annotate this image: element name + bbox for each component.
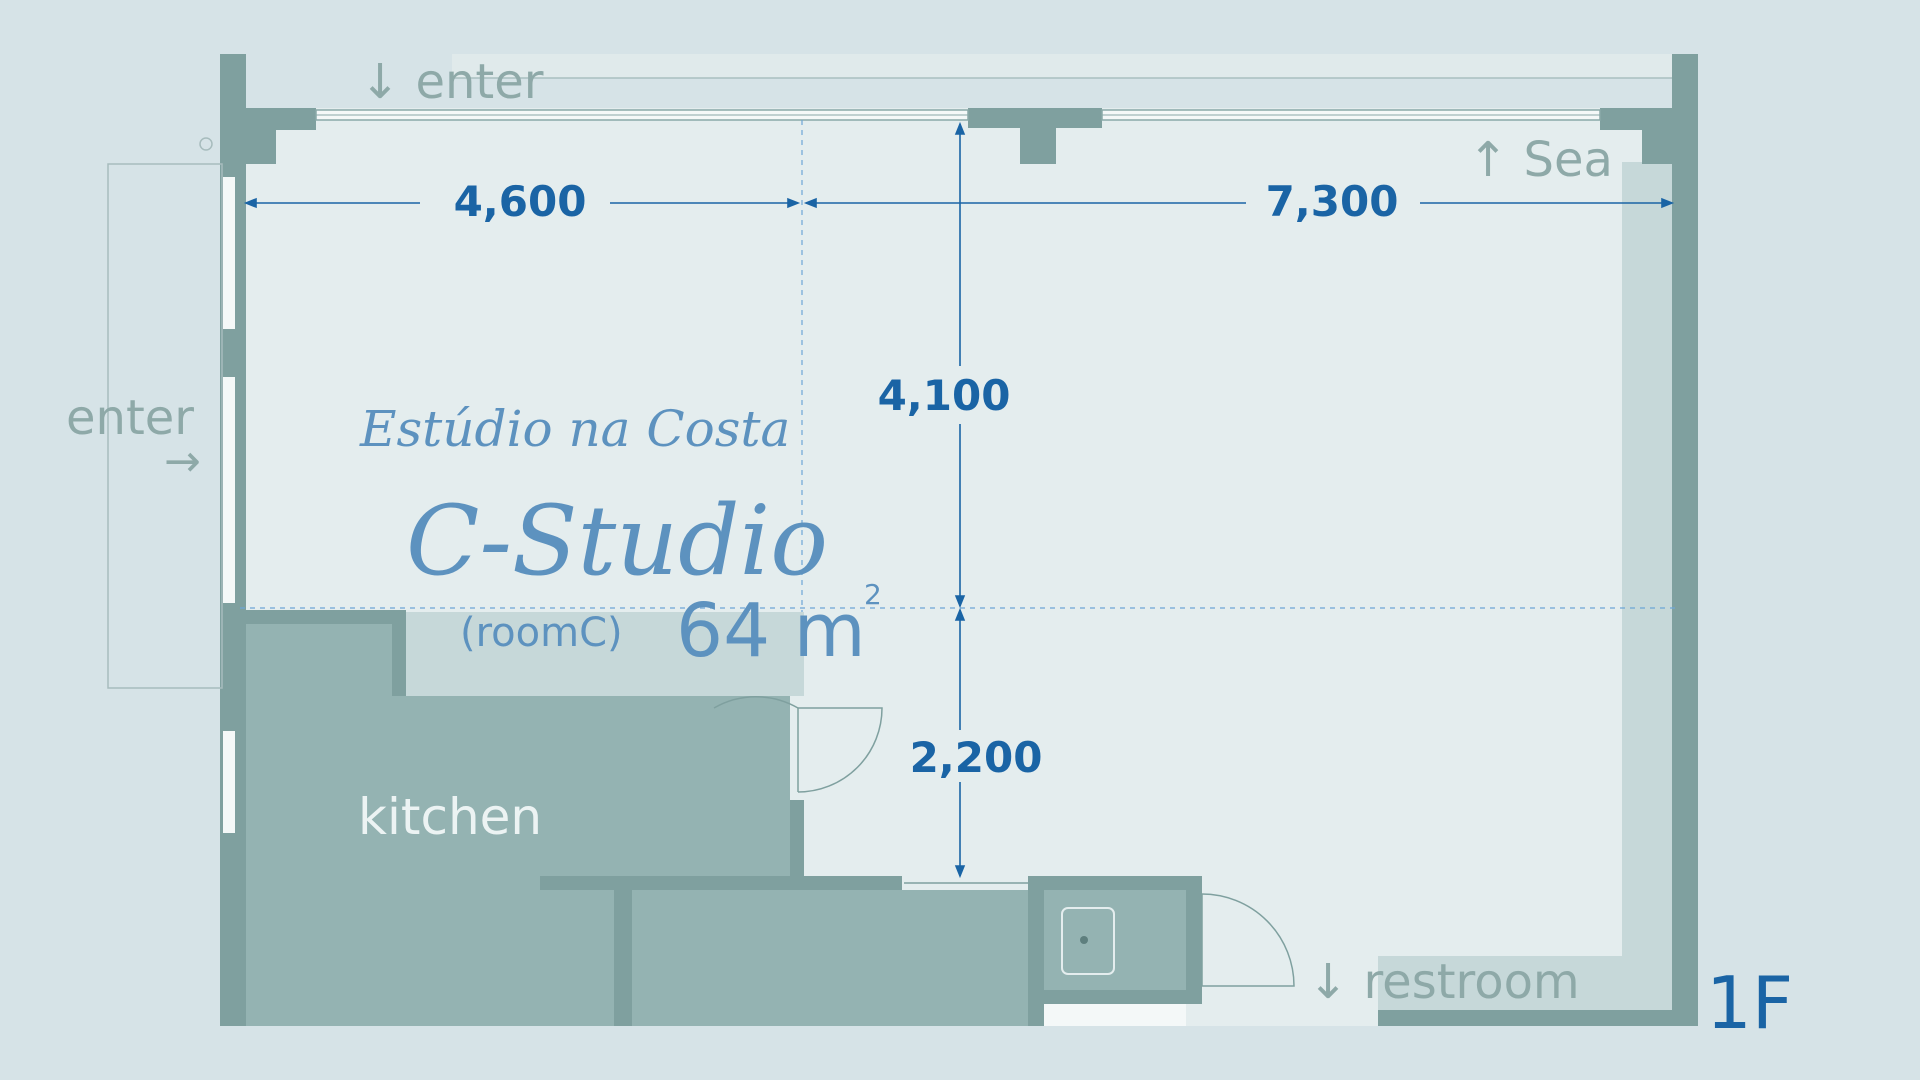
enter-left-arrow: → [164, 436, 201, 487]
balcony-strip [452, 54, 1672, 78]
bottom-strip [1378, 956, 1676, 1012]
dimension-lines [243, 121, 1675, 879]
kitchen-area [246, 624, 1028, 1026]
restroom-label: ↓ restroom [1308, 954, 1580, 1010]
entrance-outline [107, 163, 223, 689]
floor-label: 1F [1706, 961, 1793, 1045]
left-windows [221, 175, 237, 835]
doors [713, 695, 1295, 987]
dim-upper-depth: 4,100 [878, 371, 1011, 420]
studio-brand: C-Studio [406, 485, 828, 597]
enter-top-label: ↓ enter [360, 54, 544, 110]
kitchen-label: kitchen [358, 788, 542, 846]
room-code: (roomC) [460, 610, 623, 656]
top-windows [315, 109, 1601, 121]
area-unit-superscript: 2 [864, 578, 882, 611]
dim-left-width: 4,600 [454, 177, 587, 226]
dim-right-width: 7,300 [1266, 177, 1399, 226]
studio-name: Estúdio na Costa [359, 400, 790, 458]
restroom-room [1044, 890, 1186, 1026]
dim-lower-depth: 2,200 [910, 733, 1043, 782]
enter-left-label: enter [66, 390, 194, 446]
counter [406, 612, 804, 696]
area-value: 64 m [676, 588, 866, 674]
right-strip [1622, 162, 1676, 956]
sea-label: ↑ Sea [1468, 132, 1613, 188]
guide-lines [240, 120, 1676, 612]
